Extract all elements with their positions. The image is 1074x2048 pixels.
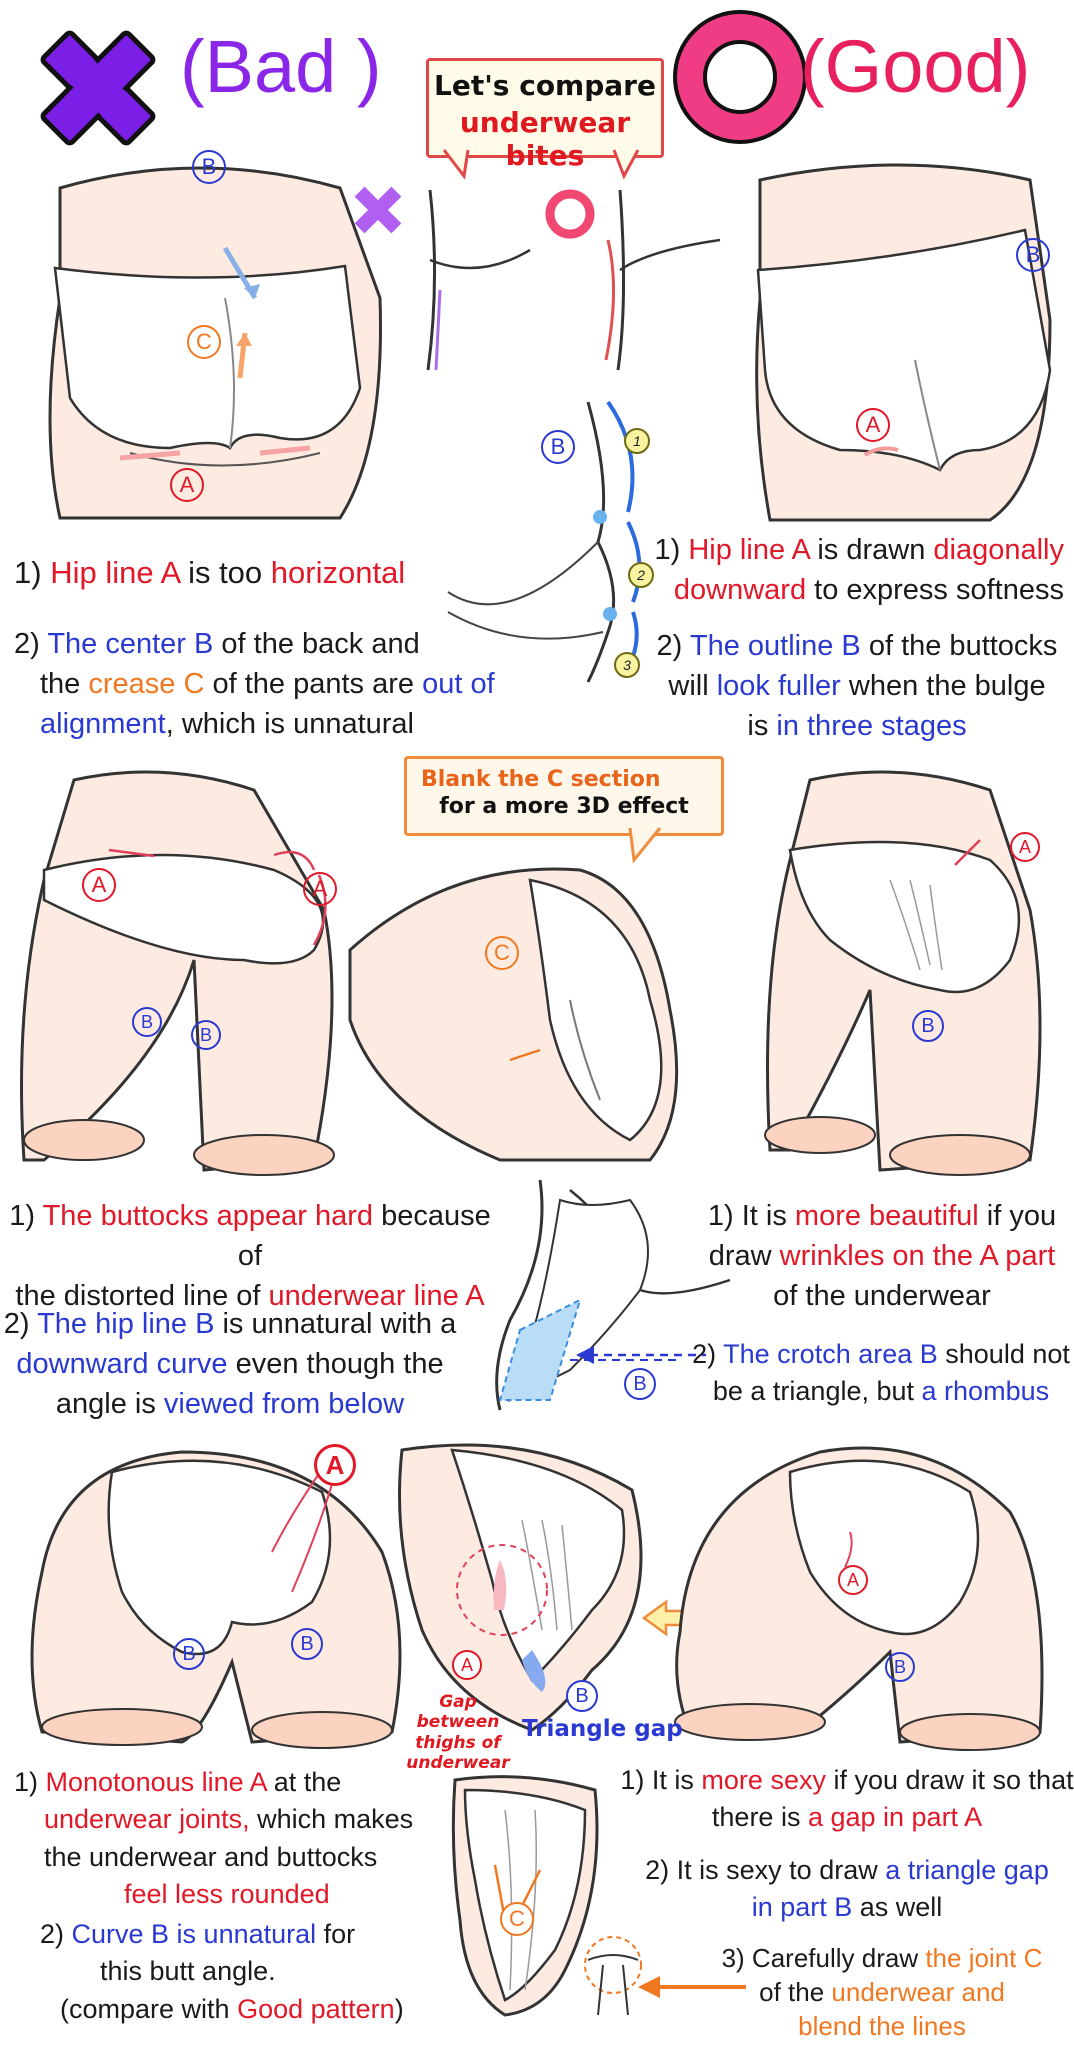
s2-good-point2: 2) The crotch area B should not be a tri… <box>692 1339 1070 1407</box>
good-hip-drawing <box>764 770 1042 1176</box>
compare-bubble: Let's compare underwear bites <box>426 58 664 172</box>
good-gap-drawing <box>398 1443 643 1732</box>
bubble-tail-left <box>442 149 470 180</box>
s1-good-point1: 1) Hip line A is drawn diagonally downwa… <box>654 534 1064 607</box>
blank-c-bubble: Blank the C section for a more 3D effect <box>404 756 724 836</box>
gap-label: Gap between thighs of underwear <box>398 1692 518 1774</box>
marker-a-bad2-left: A <box>82 868 116 902</box>
marker-b-stage: B <box>541 430 575 464</box>
crotch-drawing <box>495 1179 731 1411</box>
marker-b-good3: B <box>885 1652 915 1682</box>
marker-b-good2: B <box>912 1010 944 1042</box>
marker-c-bad1: C <box>187 325 221 359</box>
bubble-tail-right <box>612 149 640 180</box>
marker-b-bad3-left: B <box>173 1638 205 1670</box>
stage-2-badge: 2 <box>628 562 654 588</box>
bad-paren-close: ) <box>356 25 382 108</box>
marker-c-mid2: C <box>485 936 519 970</box>
blank-c-line1: Blank the C section <box>421 767 661 792</box>
s1-good-point2: 2) The outline B of the buttocks will lo… <box>656 630 1058 743</box>
s3-good-point3: 3) Carefully draw the joint C of the und… <box>721 1943 1043 2041</box>
dashed-arrow <box>576 1346 706 1364</box>
s3-good-point1: 1) It is more sexy if you draw it so tha… <box>620 1765 1074 1833</box>
good-back-drawing <box>755 163 1052 522</box>
marker-a-gap: A <box>452 1650 482 1680</box>
bad-kneel-drawing <box>30 1450 402 1749</box>
small-o-icon <box>545 189 595 239</box>
bad-paren-open: ( <box>180 25 205 108</box>
marker-b-bad3-right: B <box>291 1628 323 1660</box>
marker-b-bad2-right: B <box>191 1020 221 1050</box>
mini-joint-drawing <box>584 1936 642 2016</box>
s3-good-point2: 2) It is sexy to draw a triangle gap in … <box>645 1855 1049 1923</box>
s2-bad-point2: 2) The hip line B is unnatural with a do… <box>3 1308 457 1421</box>
s2-bad-point1: 1) The buttocks appear hard because of t… <box>9 1200 491 1313</box>
small-x-icon <box>354 186 402 234</box>
marker-a-bad2-right: A <box>303 872 337 906</box>
bad-hip-drawing <box>20 770 335 1176</box>
good-circle-icon <box>673 10 807 144</box>
marker-a-bad1: A <box>170 468 204 502</box>
s3-bad-point1: 1) Monotonous line A at the underwear jo… <box>14 1767 414 1909</box>
marker-c-joint: C <box>500 1902 534 1936</box>
bad-title: (Bad ) <box>180 30 382 104</box>
good-title: (Good) <box>800 30 1030 104</box>
marker-a-good3: A <box>838 1565 868 1595</box>
s2-good-point1: 1) It is more beautiful if you draw wrin… <box>707 1200 1057 1313</box>
s1-bad-point1: 1) Hip line A is too horizontal <box>14 555 406 590</box>
crease-good-drawing <box>604 189 721 371</box>
good-kneel-drawing <box>674 1446 1044 1751</box>
s3-bad-point2: 2) Curve B is unnatural for this butt an… <box>40 1919 404 2024</box>
good-word: Good <box>824 25 1006 108</box>
marker-a-bad3: A <box>314 1444 356 1486</box>
bad-word: Bad <box>204 25 337 108</box>
marker-b-bad2-left: B <box>132 1007 162 1037</box>
blank-c-bubble-tail <box>628 827 662 864</box>
stage-3-badge: 3 <box>614 652 640 678</box>
compare-line2: underwear bites <box>459 106 631 172</box>
blank-c-line2: for a more 3D effect <box>439 794 689 819</box>
marker-b-gap: B <box>566 1680 598 1712</box>
gap-label-line2: thighs of <box>415 1732 501 1753</box>
crease-bad-drawing <box>426 189 531 371</box>
good-paren-close: ) <box>1005 25 1031 108</box>
s1-bad-point2: 2) The center B of the back and the crea… <box>14 628 495 741</box>
orange-arrow-left <box>638 1976 746 1998</box>
marker-b-crotch: B <box>624 1368 656 1400</box>
bad-x-icon <box>40 30 156 146</box>
gap-label-line1: Gap between <box>416 1692 500 1733</box>
blank-c-drawing <box>348 867 679 1162</box>
triangle-gap-label: Triangle gap <box>522 1716 683 1742</box>
gap-label-line3: underwear <box>406 1753 510 1774</box>
joint-c-drawing <box>451 1775 599 2017</box>
good-paren-open: ( <box>800 25 825 108</box>
marker-b-good1: B <box>1016 238 1050 272</box>
compare-line1: Let's compare <box>434 69 656 102</box>
three-stage-drawing <box>447 400 642 683</box>
marker-a-good2: A <box>1010 832 1040 862</box>
stage-1-badge: 1 <box>624 428 650 454</box>
marker-b-bad1: B <box>192 150 226 184</box>
marker-a-good1: A <box>856 408 890 442</box>
